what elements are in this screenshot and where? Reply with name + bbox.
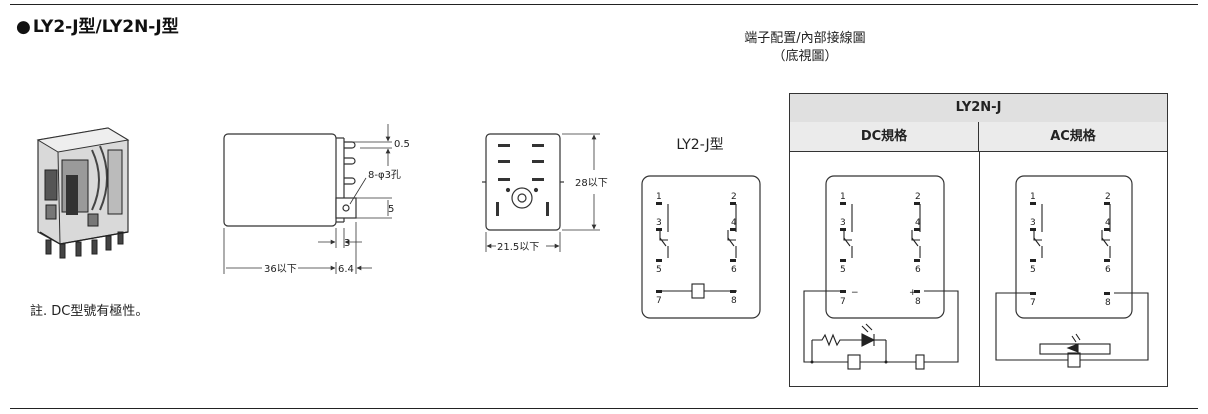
ly2j-t8: 8 <box>731 296 737 306</box>
ly2j-wiring-diagram <box>641 175 761 319</box>
ac-spec-header: AC規格 <box>979 122 1167 152</box>
dim-3: 3 <box>344 238 350 249</box>
ac-t3: 3 <box>1030 218 1036 228</box>
bullet-icon: ● <box>16 17 31 37</box>
ly2j-t3: 3 <box>656 218 662 228</box>
dc-spec-header: DC規格 <box>790 122 979 152</box>
ac-t4: 4 <box>1105 218 1111 228</box>
dc-t5: 5 <box>840 265 846 275</box>
ly2j-t7: 7 <box>656 296 662 306</box>
polarity-note: 註. DC型號有極性。 <box>30 304 149 319</box>
dc-t2: 2 <box>915 192 921 202</box>
bottom-rule <box>10 408 1198 409</box>
dc-plus: + <box>909 288 917 298</box>
ac-t7: 7 <box>1030 298 1036 308</box>
side-view-drawing <box>223 124 392 274</box>
terminal-section-title: 端子配置/內部接線圖 （底視圖） <box>690 30 920 66</box>
top-rule <box>10 4 1198 5</box>
table-divider <box>979 152 980 386</box>
ac-t8: 8 <box>1105 298 1111 308</box>
terminal-title-line1: 端子配置/內部接線圖 <box>744 31 866 46</box>
dc-t8: 8 <box>915 297 921 307</box>
ac-t2: 2 <box>1105 192 1111 202</box>
relay-photo <box>36 127 130 259</box>
dim-36: 36以下 <box>264 264 297 275</box>
dc-t7: 7 <box>840 297 846 307</box>
ly2j-t6: 6 <box>731 265 737 275</box>
dim-6-4: 6.4 <box>338 264 354 275</box>
dc-minus: − <box>851 288 859 298</box>
bottom-view-drawing <box>482 133 600 252</box>
terminal-title-line2: （底視圖） <box>772 49 838 64</box>
dim-5: 5 <box>388 204 394 215</box>
ac-t6: 6 <box>1105 265 1111 275</box>
dc-t4: 4 <box>915 218 921 228</box>
ac-wiring-diagram <box>995 175 1149 368</box>
dc-wiring-diagram <box>803 175 959 370</box>
dim-21-5: 21.5以下 <box>497 242 539 253</box>
table-header: LY2N-J <box>790 94 1167 123</box>
dim-0-5: 0.5 <box>394 139 410 150</box>
ac-t5: 5 <box>1030 265 1036 275</box>
ac-t1: 1 <box>1030 192 1036 202</box>
dc-t1: 1 <box>840 192 846 202</box>
dim-hole: 8-φ3孔 <box>368 169 401 181</box>
ly2j-t5: 5 <box>656 265 662 275</box>
dim-28: 28以下 <box>575 178 608 189</box>
ly2nj-table: LY2N-J DC規格 AC規格 <box>789 93 1168 387</box>
ly2j-t1: 1 <box>656 192 662 202</box>
ly2j-t2: 2 <box>731 192 737 202</box>
dc-t6: 6 <box>915 265 921 275</box>
dc-t3: 3 <box>840 218 846 228</box>
page-title: ●LY2-J型/LY2N-J型 <box>16 12 179 37</box>
ly2j-t4: 4 <box>731 218 737 228</box>
ly2j-label: LY2-J型 <box>676 137 724 153</box>
title-text: LY2-J型/LY2N-J型 <box>32 17 179 37</box>
